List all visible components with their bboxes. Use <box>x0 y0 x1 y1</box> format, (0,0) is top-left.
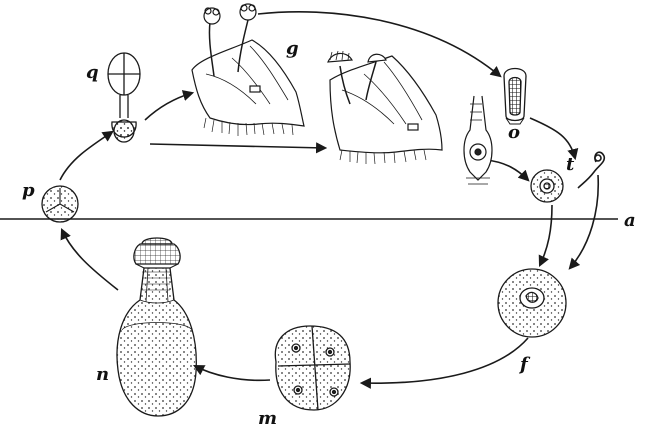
arrow-egg-to-f <box>540 205 552 265</box>
arrow-p-to-q <box>60 132 112 180</box>
label-o: o <box>508 122 520 143</box>
archegonium <box>464 96 492 184</box>
sporophyte-n <box>117 238 196 416</box>
prothallium-upper <box>192 4 304 136</box>
label-n: n <box>96 364 109 385</box>
label-m: m <box>258 408 277 429</box>
label-f: f <box>518 354 531 375</box>
sporangium-q <box>108 53 140 142</box>
arrow-sperm-to-f <box>570 175 598 268</box>
label-g: g <box>286 38 299 59</box>
antheridium-o <box>504 69 526 125</box>
label-a: a <box>624 210 636 231</box>
arrow-f-to-m <box>362 338 528 383</box>
prothallium-lower <box>328 51 442 164</box>
spore-p <box>42 186 78 222</box>
arrow-n-to-p <box>62 230 118 290</box>
label-t: t <box>566 154 575 175</box>
egg-cell <box>531 170 563 202</box>
embryo-m <box>275 326 350 410</box>
sperm-t <box>578 152 604 188</box>
arrow-archegonium-to-egg <box>486 160 528 180</box>
zygote-f <box>498 269 566 337</box>
arrow-o-to-sperm <box>530 118 575 158</box>
arrow-q-to-archegonium <box>150 144 325 148</box>
arrow-q-to-gametophyte-1 <box>145 93 192 120</box>
label-q: q <box>86 62 99 83</box>
arrow-m-to-n <box>195 366 270 380</box>
label-p: p <box>22 180 35 201</box>
